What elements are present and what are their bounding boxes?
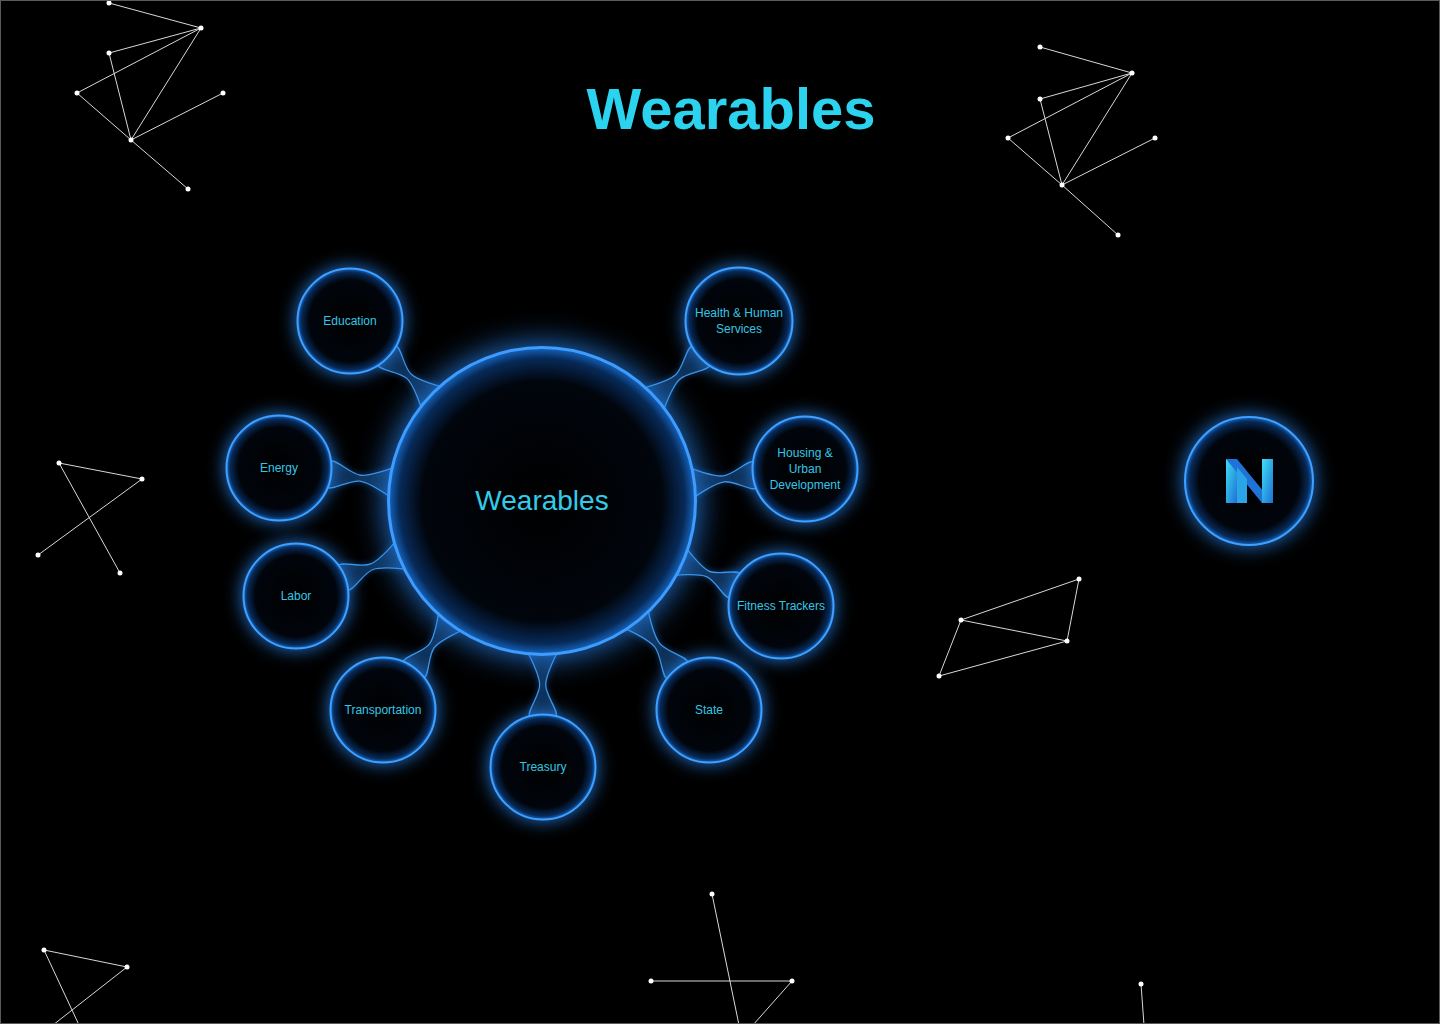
text-holder: Treasury	[489, 713, 597, 821]
circle-shape	[244, 544, 349, 649]
circle-shape	[491, 715, 596, 820]
text-holder: Energy	[225, 414, 333, 522]
text-stack: Energy	[260, 460, 298, 476]
constellation-dots	[36, 1, 1158, 987]
text-holder: Housing & Urban Development	[751, 415, 859, 523]
text-stack: State	[695, 702, 723, 718]
text-stack: Health & Human Services	[692, 305, 786, 337]
topic-circle: Labor	[242, 542, 350, 650]
topic-label: Transportation	[345, 702, 422, 718]
topic-label: Labor	[281, 588, 312, 604]
topic-label: Fitness Trackers	[737, 598, 825, 614]
topic-circle: Housing & Urban Development	[751, 415, 859, 523]
topic-circle: Transportation	[329, 656, 437, 764]
text-stack: Transportation	[345, 702, 422, 718]
flared-connector	[325, 461, 394, 497]
circle-shape	[686, 268, 793, 375]
hub-label: Wearables	[475, 484, 608, 518]
page-title: Wearables	[431, 71, 1031, 147]
text-holder: Fitness Trackers	[727, 552, 835, 660]
topic-circle: State	[655, 656, 763, 764]
circle-shape	[729, 554, 834, 659]
logo-badge	[1185, 417, 1313, 545]
flared-connector	[690, 462, 759, 498]
text-holder: Transportation	[329, 656, 437, 764]
topic-label: Housing & Urban Development	[764, 445, 846, 493]
text-stack: Education	[323, 313, 376, 329]
text-stack: Wearables	[475, 484, 608, 518]
text-holder: Labor	[242, 542, 350, 650]
flared-connector	[528, 652, 558, 720]
text-holder: Health & Human Services	[684, 266, 794, 376]
topic-label: State	[695, 702, 723, 718]
topic-label: Energy	[260, 460, 298, 476]
text-stack: Fitness Trackers	[737, 598, 825, 614]
topic-label: Education	[323, 313, 376, 329]
topic-label: Treasury	[520, 759, 567, 775]
text-holder: Education	[296, 267, 404, 375]
topic-circle: Treasury	[489, 713, 597, 821]
text-stack: Treasury	[520, 759, 567, 775]
topic-circle: Health & Human Services	[684, 266, 794, 376]
circle-shape	[389, 348, 696, 655]
constellation-lines	[38, 3, 1155, 1024]
circle-shape	[657, 658, 762, 763]
topic-circle: Energy	[225, 414, 333, 522]
text-stack: Housing & Urban Development	[764, 445, 846, 493]
topic-label: Health & Human Services	[692, 305, 786, 337]
circle-outline	[684, 266, 794, 376]
topic-circle: Education	[296, 267, 404, 375]
circle-shape	[227, 416, 332, 521]
topic-circle: Fitness Trackers	[727, 552, 835, 660]
circle-shape	[298, 269, 403, 374]
hub-circle: Wearables	[387, 346, 697, 656]
circle-shape	[753, 417, 858, 522]
text-holder: State	[655, 656, 763, 764]
circle-shape	[331, 658, 436, 763]
title-text: Wearables	[431, 71, 1031, 147]
text-holder: Wearables	[387, 346, 697, 656]
text-stack: Labor	[281, 588, 312, 604]
